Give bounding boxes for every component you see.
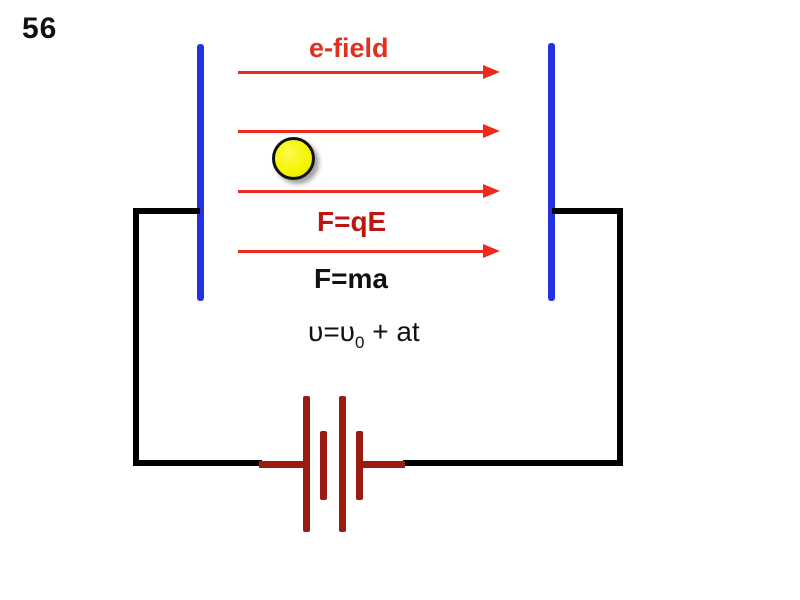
battery-plate-short-icon [320,431,327,500]
equation-velocity-main: υ=υ [308,316,355,347]
wire-left-vertical [133,208,139,466]
e-field-arrow-icon [238,244,500,258]
capacitor-plate-right [548,43,555,301]
e-field-arrow-icon [238,184,500,198]
e-field-label: e-field [309,33,389,63]
arrow-shaft [238,129,488,133]
equation-force-field: F=qE [317,206,387,237]
arrow-head-icon [483,65,500,79]
charged-particle-icon [272,137,315,180]
arrow-head-icon [483,244,500,258]
wire-bottom-right [403,460,623,466]
capacitor-plate-left [197,44,204,301]
slide-number: 56 [22,12,58,45]
equation-velocity-rest: + at [364,316,420,347]
equation-newton: F=ma [314,263,388,294]
arrow-head-icon [483,124,500,138]
battery-plate-long-icon [303,396,310,532]
e-field-arrow-icon [238,65,500,79]
wire-right-top [552,208,623,214]
equation-velocity: υ=υ0 + at [308,316,420,353]
e-field-arrow-icon [238,124,500,138]
wire-left-top [133,208,200,214]
battery-plate-short-icon [356,431,363,500]
arrow-head-icon [483,184,500,198]
wire-bottom-left [133,460,262,466]
battery-lead-right [360,461,405,468]
arrow-shaft [238,249,488,253]
battery-lead-left [259,461,305,468]
arrow-shaft [238,189,488,193]
battery-plate-long-icon [339,396,346,532]
equation-velocity-subscript: 0 [354,333,365,352]
wire-right-vertical [617,208,623,466]
arrow-shaft [238,70,488,74]
